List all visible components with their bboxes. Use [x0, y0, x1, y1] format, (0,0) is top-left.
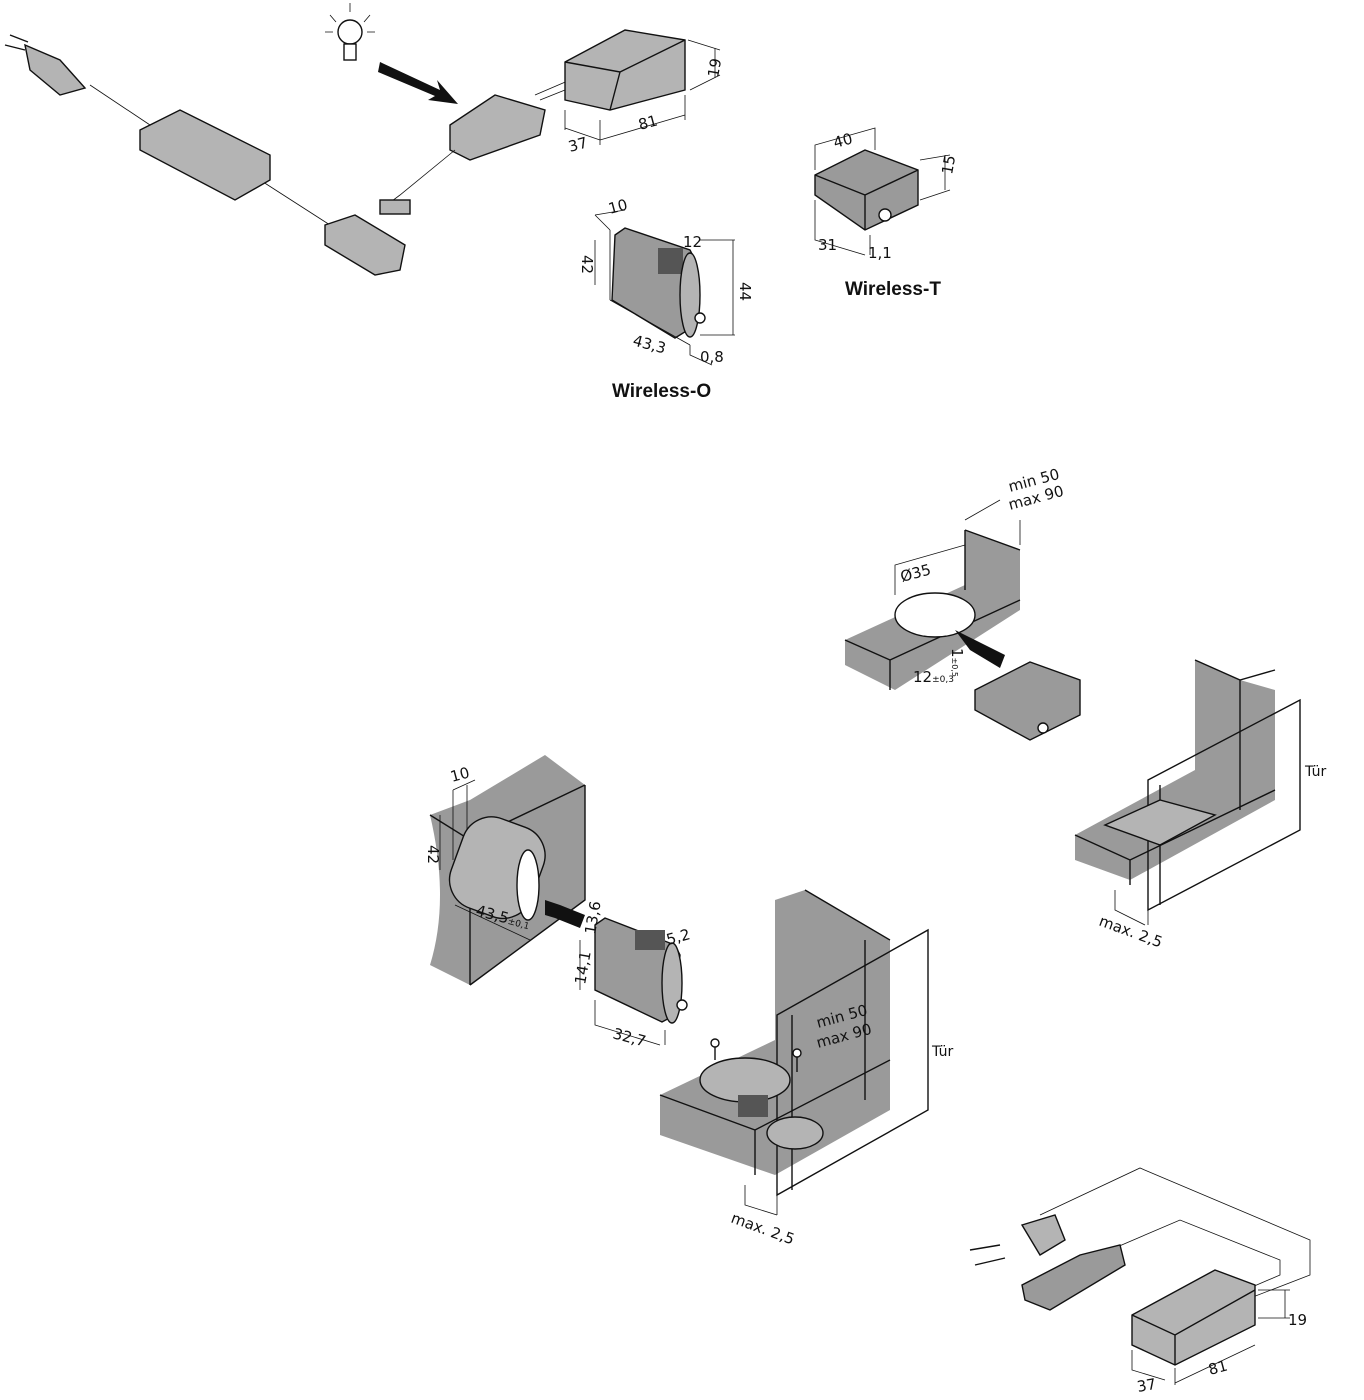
svg-text:81: 81 — [1206, 1357, 1229, 1379]
svg-text:1,1: 1,1 — [868, 244, 892, 262]
svg-text:0,8: 0,8 — [700, 348, 724, 366]
arrow-icon — [955, 630, 1005, 668]
svg-text:42: 42 — [578, 255, 596, 274]
installed-wireless-o-with-door: min 50 max 90 Tür max. 2,5 — [659, 889, 954, 1249]
svg-text:Tür: Tür — [1304, 764, 1327, 780]
light-bulb-icon — [325, 3, 375, 61]
svg-text:81: 81 — [636, 112, 659, 134]
power-driver-assembly — [4, 34, 576, 276]
svg-text:Ø35: Ø35 — [898, 560, 933, 585]
svg-text:12±0,3: 12±0,3 — [913, 668, 954, 686]
install-wireless-o: 10 42 43,5±0,1 13,6 14,1 5,2 32,7 — [424, 755, 692, 1051]
svg-text:19: 19 — [1288, 1311, 1307, 1329]
svg-text:10: 10 — [606, 196, 629, 218]
svg-text:40: 40 — [831, 130, 854, 152]
svg-text:10: 10 — [448, 764, 471, 786]
svg-text:42: 42 — [424, 845, 442, 864]
svg-text:31: 31 — [818, 236, 837, 254]
svg-text:14,1: 14,1 — [571, 950, 595, 986]
power-unit-assembly: 19 81 37 — [969, 1167, 1311, 1396]
driver-box: 19 81 37 — [564, 29, 725, 156]
wireless-o-label: Wireless-O — [612, 381, 711, 402]
euro-plug-icon — [24, 43, 87, 96]
wireless-t-label: Wireless-T — [845, 279, 941, 300]
svg-text:max. 2,5: max. 2,5 — [729, 1209, 797, 1249]
installed-wireless-t-with-door: Tür max. 2,5 — [1074, 659, 1327, 951]
svg-text:15: 15 — [938, 154, 959, 176]
svg-text:19: 19 — [704, 57, 725, 79]
svg-text:13,6: 13,6 — [581, 900, 605, 936]
arrow-icon — [545, 900, 585, 928]
arrow-icon — [378, 62, 458, 104]
svg-text:1±0,5: 1±0,5 — [948, 648, 966, 677]
wireless-o-drawing: 10 42 12 44 43,3 0,8 Wireless-O — [578, 196, 754, 402]
svg-text:12: 12 — [683, 233, 702, 251]
svg-text:37: 37 — [566, 134, 589, 156]
svg-text:32,7: 32,7 — [611, 1024, 648, 1050]
svg-text:Tür: Tür — [931, 1044, 954, 1060]
install-wireless-t: min 50 max 90 Ø35 12±0,3 1±0,5 — [844, 465, 1081, 741]
svg-text:44: 44 — [736, 282, 754, 301]
svg-text:37: 37 — [1136, 1375, 1158, 1396]
wireless-t-drawing: 40 15 31 1,1 Wireless-T — [814, 127, 959, 300]
svg-text:5,2: 5,2 — [664, 925, 692, 949]
svg-text:43,3: 43,3 — [631, 331, 668, 357]
